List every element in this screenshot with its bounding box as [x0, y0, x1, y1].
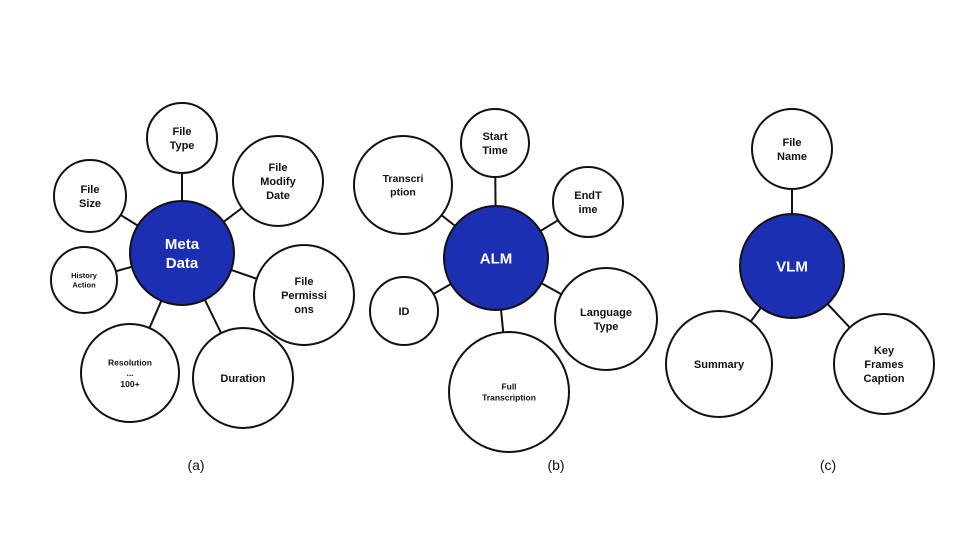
node-circle-file-name [751, 108, 833, 190]
node-file-modify-date-label-line: File [269, 162, 288, 174]
node-full-transcription-label-line: Full [501, 382, 516, 392]
hub-a-label-line: Meta [165, 236, 200, 253]
edge-b-transcription [440, 214, 456, 227]
node-resolution: Resolution...100+ [80, 323, 180, 423]
node-key-frames-caption-label-line: Caption [864, 373, 905, 385]
edge-b-language-type [540, 282, 562, 296]
edges-layer [115, 173, 851, 334]
hub-node-c: VLM [739, 213, 845, 319]
node-end-time-label-line: ime [579, 204, 598, 216]
node-duration: Duration [192, 327, 294, 429]
node-circle-key-frames-caption [833, 313, 935, 415]
node-resolution-label-line: ... [126, 368, 133, 378]
node-history-action-label-line: Action [72, 280, 96, 289]
node-transcription: Transcription [353, 135, 453, 235]
node-file-type-label-line: File [173, 126, 192, 138]
node-end-time-label-line: EndT [574, 190, 602, 202]
node-transcription-label-line: Transcri [383, 173, 424, 185]
caption-c: (c) [820, 457, 836, 473]
node-circle-file-type [146, 102, 218, 174]
node-key-frames-caption-label-line: Frames [864, 359, 903, 371]
node-language-type-label-line: Language [580, 307, 632, 319]
node-history-action-label-line: History [71, 271, 98, 280]
edge-b-id [432, 283, 452, 295]
node-file-permissions-label-line: File [295, 276, 314, 288]
node-transcription-label-line: ption [390, 186, 416, 198]
hub-node-b: ALM [443, 205, 549, 311]
node-circle-full-transcription [448, 331, 570, 453]
node-end-time: EndT ime [552, 166, 624, 238]
edge-a-duration [203, 299, 222, 334]
node-file-modify-date-label-line: Modify [260, 176, 296, 188]
node-resolution-label-line: Resolution [108, 357, 152, 367]
edge-a-history-action [115, 265, 133, 273]
node-circle-file-modify-date [232, 135, 324, 227]
edge-a-resolution [148, 300, 163, 329]
node-circle-resolution [80, 323, 180, 423]
nodes-layer: FileTypeFileModifyDateFileSizeHistoryAct… [50, 102, 935, 453]
node-start-time-label-line: Start [482, 131, 507, 143]
node-file-size-label-line: Size [79, 198, 101, 210]
node-file-name-label-line: File [783, 137, 802, 149]
edge-b-full-transcription [500, 309, 505, 333]
node-summary-label-line: Summary [694, 359, 745, 371]
node-start-time-label-line: Time [482, 145, 507, 157]
node-file-size-label-line: File [81, 184, 100, 196]
node-circle-summary [665, 310, 773, 418]
caption-b: (b) [547, 457, 564, 473]
node-circle-file-permissions [253, 244, 355, 346]
node-duration-label-line: Duration [220, 373, 266, 385]
edge-c-summary [749, 307, 762, 323]
node-summary: Summary [665, 310, 773, 418]
edge-b-end-time [539, 219, 559, 232]
node-full-transcription-label-line: Transcription [482, 392, 536, 402]
hub-circle-a [129, 200, 235, 306]
node-file-modify-date-label-line: Date [266, 190, 290, 202]
hub-b-label-line: ALM [480, 250, 513, 267]
hub-a-label-line: Data [166, 255, 199, 272]
edge-c-key-frames-caption [826, 303, 851, 329]
hub-c-label-line: VLM [776, 258, 808, 275]
node-file-name-label-line: Name [777, 151, 807, 163]
node-file-type-label-line: Type [170, 140, 195, 152]
edge-a-file-modify-date [223, 207, 243, 223]
node-circle-language-type [554, 267, 658, 371]
caption-a: (a) [187, 457, 204, 473]
node-language-type-label-line: Type [594, 321, 619, 333]
node-circle-id [369, 276, 439, 346]
node-circle-history-action [50, 246, 118, 314]
node-file-permissions-label-line: ons [294, 304, 314, 316]
hub-circle-b [443, 205, 549, 311]
node-circle-transcription [353, 135, 453, 235]
node-circle-duration [192, 327, 294, 429]
captions-layer: (a) (b) (c) [187, 457, 836, 473]
edge-a-file-permissions [230, 268, 258, 280]
node-circle-start-time [460, 108, 530, 178]
node-circle-end-time [552, 166, 624, 238]
node-id: ID [369, 276, 439, 346]
node-resolution-label-line: 100+ [120, 379, 139, 389]
node-circle-file-size [53, 159, 127, 233]
node-key-frames-caption-label-line: Key [874, 345, 895, 357]
hub-circle-c [739, 213, 845, 319]
node-id-label-line: ID [399, 306, 410, 318]
node-file-permissions-label-line: Permissi [281, 290, 327, 302]
edge-a-file-size [120, 214, 139, 227]
